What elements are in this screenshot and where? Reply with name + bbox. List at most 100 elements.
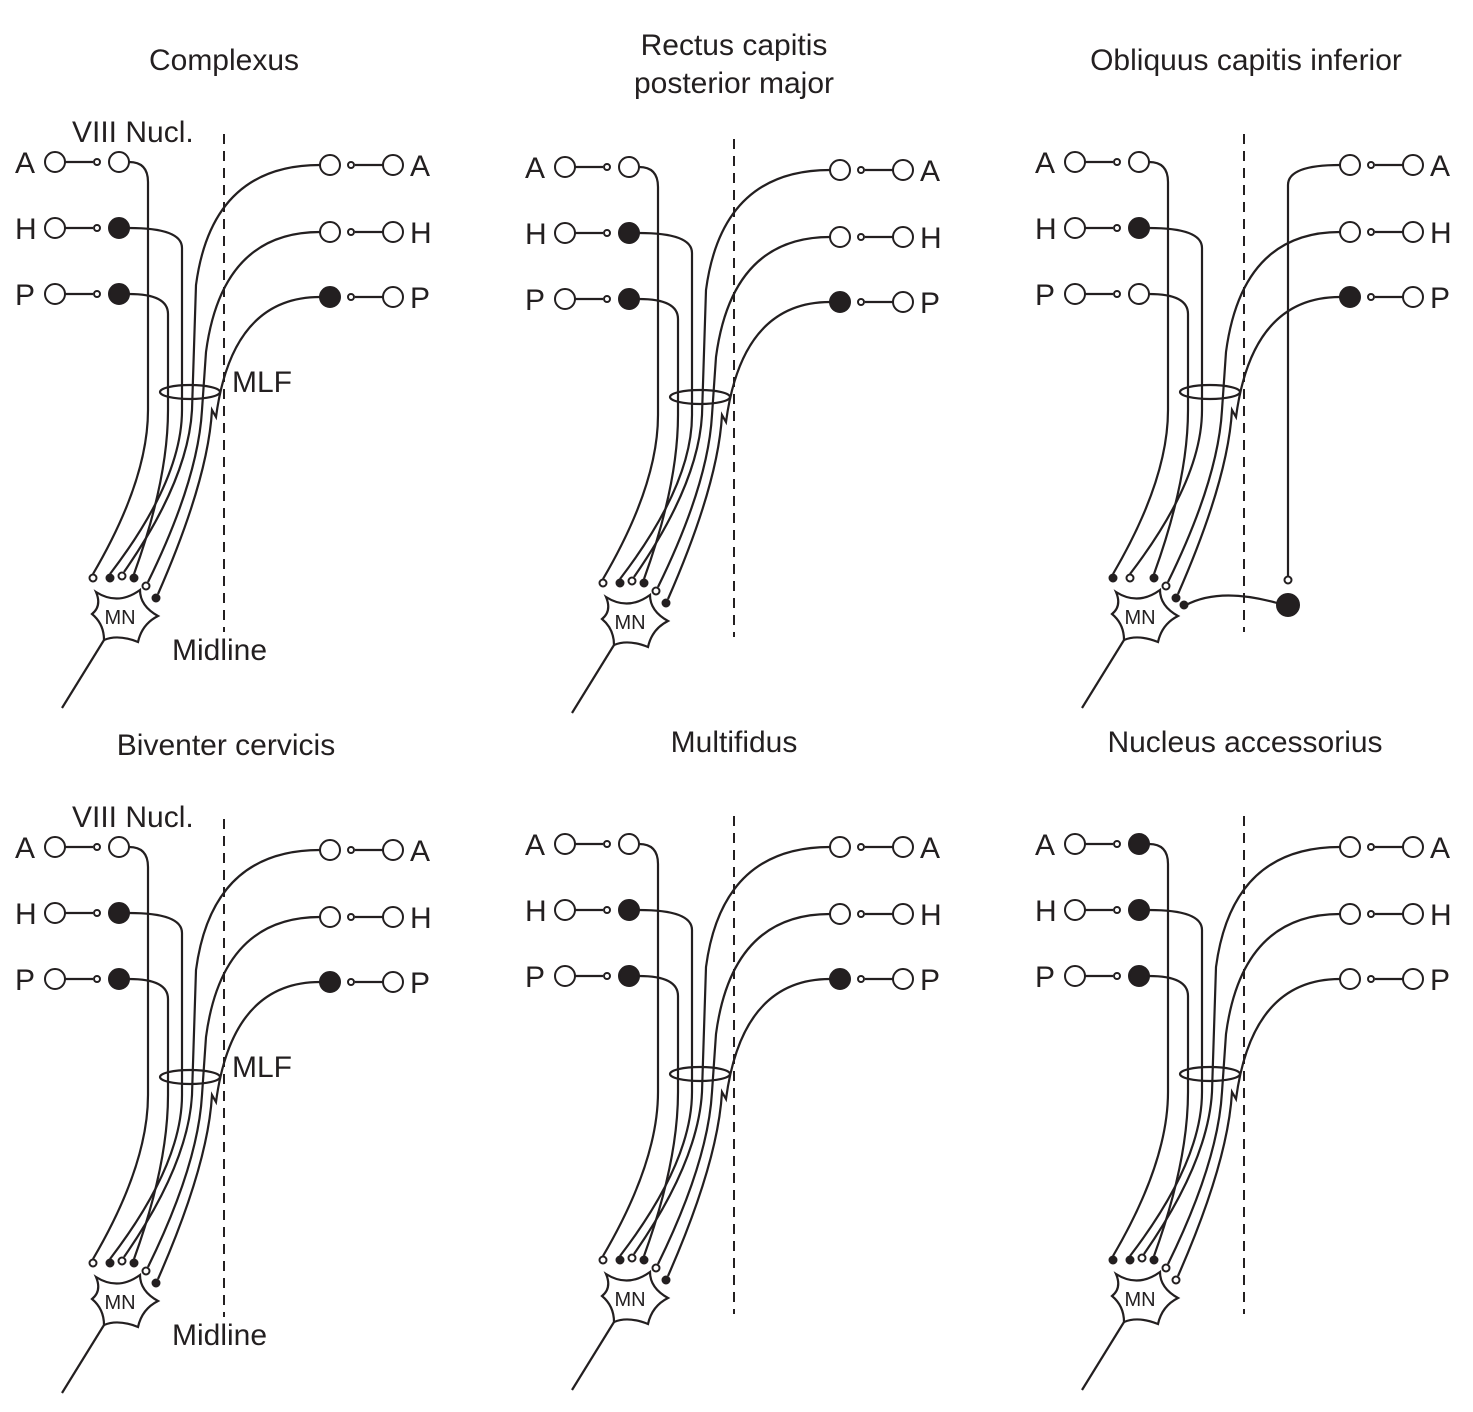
vestibular-neuron-open — [829, 836, 851, 858]
canal-label-ipsi-H: H — [15, 898, 37, 931]
vestibular-neuron-open — [319, 221, 341, 243]
ipsi-axon — [92, 160, 150, 575]
synapse-dot — [1367, 843, 1375, 851]
synapse-dot — [347, 978, 355, 986]
ipsi-axon — [1112, 842, 1170, 1257]
vestibular-neuron-open — [829, 226, 851, 248]
synapse-dot — [93, 290, 101, 298]
canal-label-ipsi-A: A — [1035, 147, 1055, 180]
afferent-circle — [382, 221, 404, 243]
terminal-filled — [639, 578, 649, 588]
synapse-dot — [857, 910, 865, 918]
afferent-circle — [44, 217, 66, 239]
terminal-open — [651, 586, 661, 596]
canal-label-ipsi-H: H — [1035, 895, 1057, 928]
synapse-dot — [603, 906, 611, 914]
ipsi-axon — [602, 842, 660, 1257]
ipsi-axon — [619, 908, 694, 1257]
synapse-dot — [857, 233, 865, 241]
synapse-dot — [1113, 224, 1121, 232]
motoneuron-axon — [571, 644, 615, 714]
contra-axon — [633, 845, 831, 1255]
afferent-circle — [892, 291, 914, 313]
terminal-filled — [129, 573, 139, 583]
viii-nucleus-label: VIII Nucl. — [72, 801, 194, 834]
vestibular-neuron-open — [1339, 903, 1361, 925]
canal-label-ipsi-H: H — [15, 213, 37, 246]
vestibular-neuron-open — [829, 903, 851, 925]
mlf-bundle-ring — [158, 383, 222, 401]
contra-axon — [147, 915, 321, 1268]
synapse-dot — [603, 229, 611, 237]
terminal-filled — [1149, 573, 1159, 583]
synapse-dot — [1367, 228, 1375, 236]
terminal-filled — [129, 1258, 139, 1268]
contra-axon — [1176, 295, 1341, 595]
afferent-circle — [892, 968, 914, 990]
afferent-circle — [1064, 283, 1086, 305]
afferent-circle — [892, 159, 914, 181]
terminal-filled — [661, 598, 671, 608]
contra-axon — [666, 300, 831, 600]
vestibular-neuron-open — [319, 154, 341, 176]
vestibular-neuron-filled — [829, 291, 851, 313]
panel-title-line: Rectus capitis — [641, 29, 828, 62]
mlf-bundle-ring — [158, 1068, 222, 1086]
vestibular-neuron-open — [1128, 151, 1150, 173]
synapse-dot — [347, 913, 355, 921]
terminal-filled — [1149, 1255, 1159, 1265]
terminal-open — [88, 1258, 98, 1268]
canal-label-contra-A: A — [410, 835, 430, 868]
synapse-dot — [1367, 975, 1375, 983]
vestibular-neuron-filled — [319, 286, 341, 308]
contra-axon — [666, 977, 831, 1277]
ipsi-axon — [638, 974, 680, 1257]
canal-label-ipsi-A: A — [15, 832, 35, 865]
afferent-circle — [44, 968, 66, 990]
mlf-label: MLF — [232, 1051, 292, 1084]
synapse-dot — [603, 972, 611, 980]
motoneuron-axon — [571, 1321, 615, 1391]
commissural-interneuron — [1276, 593, 1300, 617]
motoneuron-soma — [600, 1269, 671, 1326]
synapse-dot — [1113, 290, 1121, 298]
contra-axon — [657, 235, 831, 588]
vestibular-neuron-filled — [618, 288, 640, 310]
motoneuron-axon — [61, 639, 105, 709]
afferent-circle — [1402, 286, 1424, 308]
contra-axon — [633, 168, 831, 578]
afferent-circle — [554, 899, 576, 921]
mlf-bundle-ring — [668, 388, 732, 406]
synapse-dot — [1367, 161, 1375, 169]
terminal-filled — [1179, 600, 1189, 610]
terminal-filled — [1171, 593, 1181, 603]
synapse-dot — [1367, 293, 1375, 301]
contra-axon — [1176, 977, 1341, 1277]
motoneuron-soma — [90, 1272, 161, 1329]
canal-label-ipsi-A: A — [525, 152, 545, 185]
canal-label-contra-H: H — [410, 217, 432, 250]
canal-label-contra-P: P — [1430, 964, 1450, 997]
terminal-open — [627, 1253, 637, 1263]
synapse-dot — [857, 843, 865, 851]
synapse-dot — [857, 298, 865, 306]
afferent-circle — [1064, 833, 1086, 855]
afferent-circle — [382, 839, 404, 861]
motoneuron-axon — [1081, 639, 1125, 709]
terminal-filled — [105, 1258, 115, 1268]
afferent-circle — [554, 833, 576, 855]
canal-label-contra-P: P — [410, 282, 430, 315]
afferent-circle — [892, 226, 914, 248]
canal-label-contra-P: P — [920, 964, 940, 997]
terminal-open — [1161, 581, 1171, 591]
canal-label-contra-H: H — [410, 902, 432, 935]
vestibular-neuron-filled — [1339, 286, 1361, 308]
terminal-open — [1283, 575, 1293, 585]
contra-axon — [1286, 163, 1341, 577]
terminal-open — [1125, 573, 1135, 583]
canal-label-contra-H: H — [920, 222, 942, 255]
ipsi-axon — [1129, 226, 1204, 575]
motoneuron-soma — [1110, 587, 1181, 644]
